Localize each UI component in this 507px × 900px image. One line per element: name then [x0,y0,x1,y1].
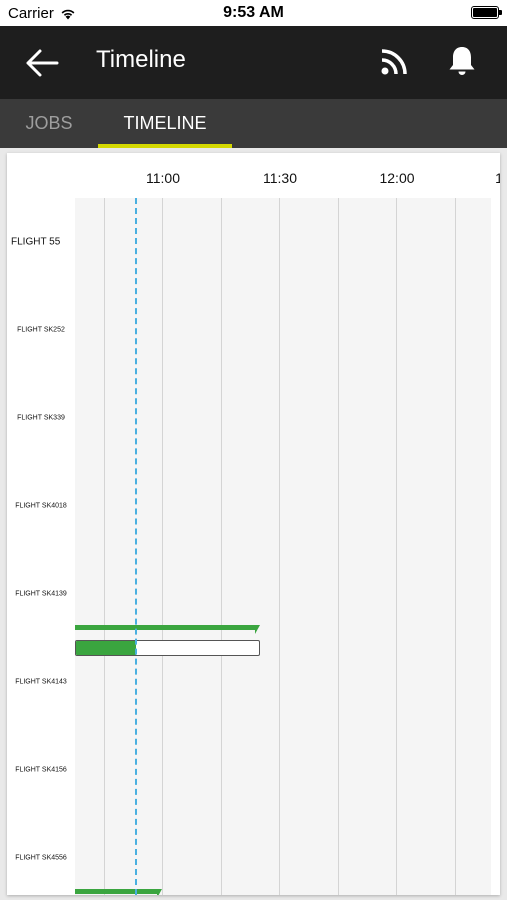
job-bar[interactable] [75,889,162,895]
bell-icon [449,47,475,75]
rss-feed-icon [381,49,407,75]
status-time: 9:53 AM [223,4,284,21]
job-header-tip [157,889,162,895]
gridline [338,198,339,895]
job-header-tip [255,625,260,634]
notifications-button[interactable] [446,44,478,78]
app-bar: Timeline [0,26,507,99]
time-label: 12:00 [379,170,415,186]
page-title: Timeline [96,46,186,73]
timeline-grid[interactable] [75,198,491,895]
time-label: 11:30 [263,170,297,186]
timeline-card: 11:00 11:30 12:00 1 FLIGHT 55 FLIGHT SK2… [7,153,500,895]
job-progress-fill [76,641,137,655]
row-label: FLIGHT 55 [11,236,61,248]
rss-feed-button[interactable] [378,46,410,78]
gridline [396,198,397,895]
wifi-icon [61,9,75,19]
gridline [279,198,280,895]
current-time-line [135,198,137,895]
job-progress-track [75,640,260,656]
tab-timeline[interactable]: TIMELINE [123,113,207,133]
row-label: FLIGHT SK4143 [15,678,67,686]
gridline [221,198,222,895]
row-label: FLIGHT SK4556 [15,854,67,862]
row-label: FLIGHT SK339 [17,414,65,422]
tab-jobs[interactable]: JOBS [25,113,73,133]
row-label: FLIGHT SK4018 [15,502,67,510]
back-button[interactable] [22,43,62,83]
job-bar[interactable] [75,625,260,657]
carrier-label: Carrier [8,5,54,22]
row-label: FLIGHT SK252 [17,326,65,334]
row-label: FLIGHT SK4156 [15,766,67,774]
time-label: 11:00 [146,170,180,186]
active-tab-indicator [98,144,232,148]
job-header-bar [75,889,157,894]
gridline [104,198,105,895]
tab-bar: JOBS TIMELINE [0,99,507,148]
status-left: Carrier [8,5,76,22]
status-bar: Carrier 9:53 AM [0,0,507,26]
time-label: 1 [495,170,500,186]
row-label: FLIGHT SK4139 [15,590,67,598]
battery-icon [471,6,502,19]
job-header-bar [75,625,255,630]
gridline [455,198,456,895]
gridline [162,198,163,895]
back-arrow-icon [26,49,59,77]
